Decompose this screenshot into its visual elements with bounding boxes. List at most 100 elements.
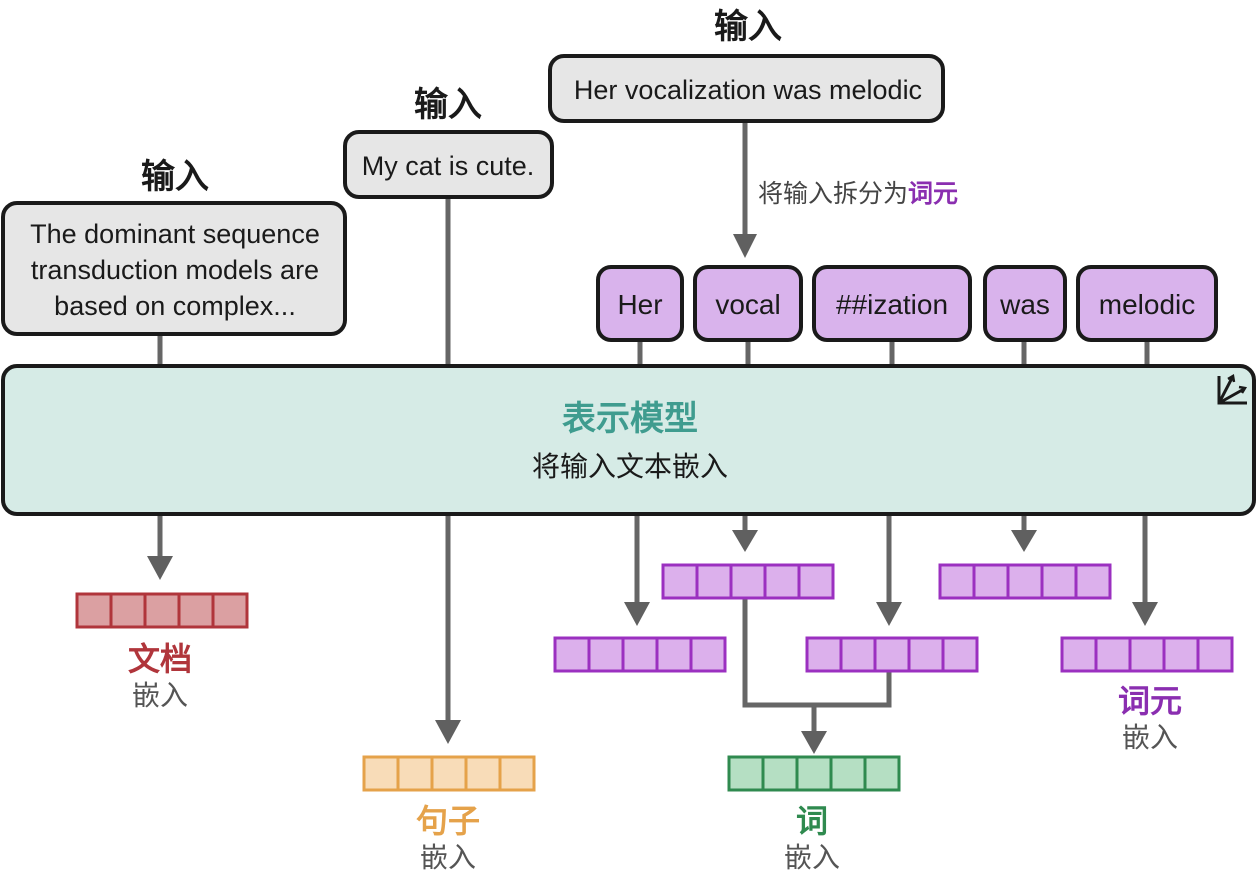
vector-cell	[621, 636, 659, 673]
sentence-output-arrow	[435, 720, 461, 744]
vector-cell	[689, 636, 727, 673]
token-chip: Her	[596, 265, 684, 342]
model-title: 表示模型	[562, 399, 698, 439]
vector-cell	[362, 755, 400, 792]
sentence-embedding-label: 句子 嵌入	[416, 802, 480, 874]
embedding-vectors	[75, 563, 1234, 792]
token-text: ##ization	[836, 289, 948, 320]
token-chip: vocal	[693, 265, 803, 342]
input-box	[343, 130, 554, 199]
token-melodic-output-arrow	[1132, 602, 1158, 626]
sentence-embedding-title: 句子	[416, 802, 480, 840]
token-her-output-arrow	[624, 602, 650, 626]
token-list: Her vocal ##ization was melodic	[596, 265, 1218, 342]
sentence-embedding-subtitle: 嵌入	[420, 841, 476, 874]
vector-cell	[1128, 636, 1166, 673]
token-embedding-label: 词元 嵌入	[1118, 682, 1182, 754]
doc-output-arrow	[147, 556, 173, 580]
vector-cell	[587, 636, 625, 673]
token-text: melodic	[1099, 289, 1195, 320]
token-embedding-vector-vocal	[661, 563, 835, 600]
vector-cell	[430, 755, 468, 792]
vector-cell	[729, 563, 767, 600]
token-box	[1076, 265, 1218, 342]
token-text: was	[999, 289, 1050, 320]
vector-cell	[938, 563, 976, 600]
vector-cell	[863, 755, 901, 792]
word-output-arrow	[801, 731, 827, 754]
token-chip: was	[983, 265, 1067, 342]
tokenize-prefix: 将输入拆分为	[758, 179, 908, 208]
token-chip: ##ization	[812, 265, 972, 342]
vector-cell	[1074, 563, 1112, 600]
vector-cell	[661, 563, 699, 600]
document-embedding-title: 文档	[128, 640, 192, 678]
token-embedding-vector-was	[938, 563, 1112, 600]
word-embedding-subtitle: 嵌入	[784, 841, 840, 874]
connectors	[147, 122, 1158, 754]
input-document: 输入 The dominant sequence transduction mo…	[1, 157, 347, 336]
vector-cell	[727, 755, 765, 792]
representation-model: 表示模型 将输入文本嵌入	[1, 364, 1256, 516]
vector-cell	[797, 563, 835, 600]
vector-cell	[177, 592, 215, 629]
input-box	[1, 201, 347, 336]
token-text: vocal	[715, 289, 780, 320]
vector-axes-icon	[1217, 373, 1248, 405]
token-embedding-vector-melodic	[1060, 636, 1234, 673]
tokenize-arrow-head	[733, 234, 757, 258]
vector-cell	[1060, 636, 1098, 673]
vector-cell	[553, 636, 591, 673]
vector-cell	[1040, 563, 1078, 600]
model-box	[1, 364, 1256, 516]
vector-cell	[498, 755, 536, 792]
vector-cell	[211, 592, 249, 629]
tokenize-step-label: 将输入拆分为词元	[758, 179, 958, 208]
token-embedding-vector-ization	[805, 636, 979, 673]
vector-cell	[1094, 636, 1132, 673]
token-vocal-output-arrow	[732, 530, 758, 552]
vector-cell	[839, 636, 877, 673]
input-label: 输入	[414, 85, 482, 125]
input-text-line: transduction models are	[31, 255, 319, 285]
vector-cell	[1006, 563, 1044, 600]
input-label: 输入	[141, 157, 209, 197]
sentence-embedding-vector	[362, 755, 536, 792]
word-embedding-vector	[727, 755, 901, 792]
document-embedding-label: 文档 嵌入	[128, 640, 192, 712]
input-text-line: My cat is cute.	[362, 151, 535, 181]
word-embedding-label: 词 嵌入	[784, 802, 840, 874]
input-text-line: Her vocalization was melodic	[574, 75, 922, 105]
model-subtitle: 将输入文本嵌入	[532, 450, 728, 483]
token-chip: melodic	[1076, 265, 1218, 342]
vector-cell	[695, 563, 733, 600]
vector-cell	[396, 755, 434, 792]
vector-cell	[143, 592, 181, 629]
vector-cell	[1196, 636, 1234, 673]
token-embedding-subtitle: 嵌入	[1122, 721, 1178, 754]
input-box	[548, 54, 945, 123]
vector-cell	[873, 636, 911, 673]
token-embedding-title: 词元	[1118, 682, 1182, 720]
vector-cell	[941, 636, 979, 673]
vector-cell	[464, 755, 502, 792]
vector-cell	[1162, 636, 1200, 673]
token-box	[983, 265, 1067, 342]
input-sentence: 输入 My cat is cute.	[343, 85, 554, 199]
vector-cell	[655, 636, 693, 673]
vector-cell	[907, 636, 945, 673]
input-label: 输入	[714, 7, 782, 47]
token-was-output-arrow	[1011, 530, 1037, 552]
vector-cell	[109, 592, 147, 629]
input-text-line: based on complex...	[54, 291, 296, 321]
vector-cell	[972, 563, 1010, 600]
word-merge-line	[742, 598, 892, 708]
vector-cell	[763, 563, 801, 600]
vector-cell	[829, 755, 867, 792]
vector-cell	[75, 592, 113, 629]
vector-cell	[805, 636, 843, 673]
token-box	[693, 265, 803, 342]
input-tokens: 输入 Her vocalization was melodic	[548, 7, 945, 123]
token-text: Her	[617, 289, 662, 320]
